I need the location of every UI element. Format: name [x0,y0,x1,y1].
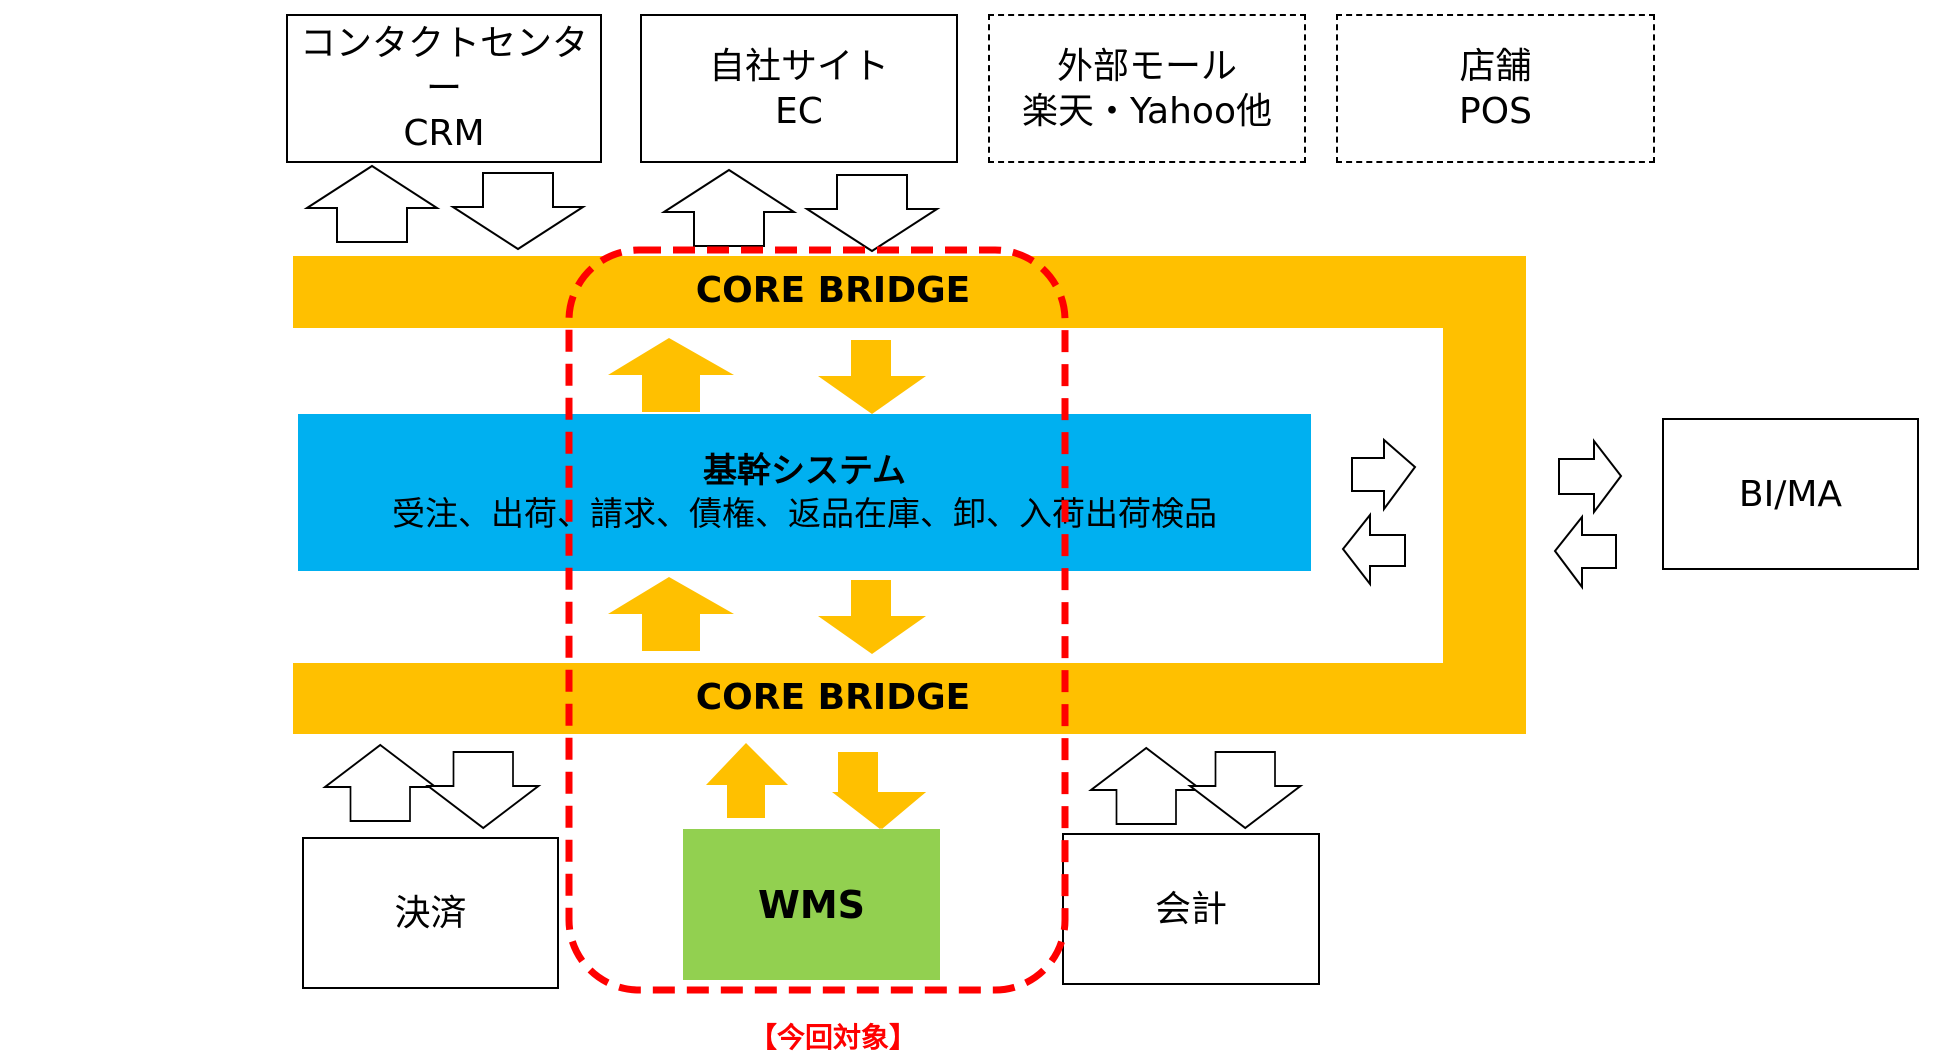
core-system-functions: 受注、出荷、請求、債権、返品在庫、卸、入荷出荷検品 [392,494,1217,534]
accounting-up-arrow-icon [1090,747,1203,825]
core-system-box: 基幹システム 受注、出荷、請求、債権、返品在庫、卸、入荷出荷検品 [298,414,1311,571]
scope-outline [565,246,1069,994]
core-left-arrow-icon [1341,512,1406,587]
store-pos-box: 店舗 POS [1336,14,1655,163]
accounting-box: 会計 [1062,833,1320,985]
bridge-to-core-up-arrow-icon [608,338,734,412]
ec-down-arrow-icon [806,174,938,252]
payment-up-arrow-icon [324,744,437,822]
crm-box: コンタクトセンター CRM [286,14,602,163]
ec-box-line2: EC [775,90,823,132]
core-to-bridge-up-arrow-icon [608,577,734,651]
core-bridge-top-bar [293,256,1526,328]
crm-box-line1: コンタクトセンター [299,23,588,109]
bima-right-arrow-icon [1558,438,1623,515]
crm-box-line2: CRM [403,113,485,154]
store-pos-line1: 店舗 [1459,45,1532,87]
bima-left-arrow-icon [1553,514,1617,590]
wms-label: WMS [757,882,866,927]
bi-ma-label: BI/MA [1738,473,1843,515]
store-pos-line2: POS [1459,90,1532,132]
core-bridge-bottom-bar [293,663,1526,734]
external-mall-box: 外部モール 楽天・Yahoo他 [988,14,1306,163]
accounting-down-arrow-icon [1189,751,1302,829]
ec-box-line1: 自社サイト [708,45,889,87]
crm-down-arrow-icon [452,172,584,250]
payment-box: 決済 [302,837,559,989]
payment-down-arrow-icon [427,751,540,829]
core-system-title: 基幹システム [703,450,906,491]
accounting-label: 会計 [1154,888,1227,930]
payment-label: 決済 [394,892,467,934]
core-to-bridge-down-arrow-icon [818,580,926,654]
core-bridge-top-label: CORE BRIDGE [695,270,971,311]
external-mall-line1: 外部モール [1056,45,1237,87]
crm-up-arrow-icon [306,165,438,243]
bridge-to-core-down-arrow-icon [818,340,926,414]
scope-label: 【今回対象】 [748,1021,917,1054]
bi-ma-box: BI/MA [1662,418,1919,570]
wms-up-arrow-icon [706,743,788,818]
wms-down-arrow-head [832,792,926,829]
core-bridge-right-bar [1443,256,1526,734]
ec-box: 自社サイト EC [640,14,958,163]
core-right-arrow-icon [1351,437,1417,513]
external-mall-line2: 楽天・Yahoo他 [1022,90,1272,132]
wms-box: WMS [683,829,940,980]
core-bridge-bottom-label: CORE BRIDGE [695,677,971,718]
ec-up-arrow-icon [663,169,795,247]
